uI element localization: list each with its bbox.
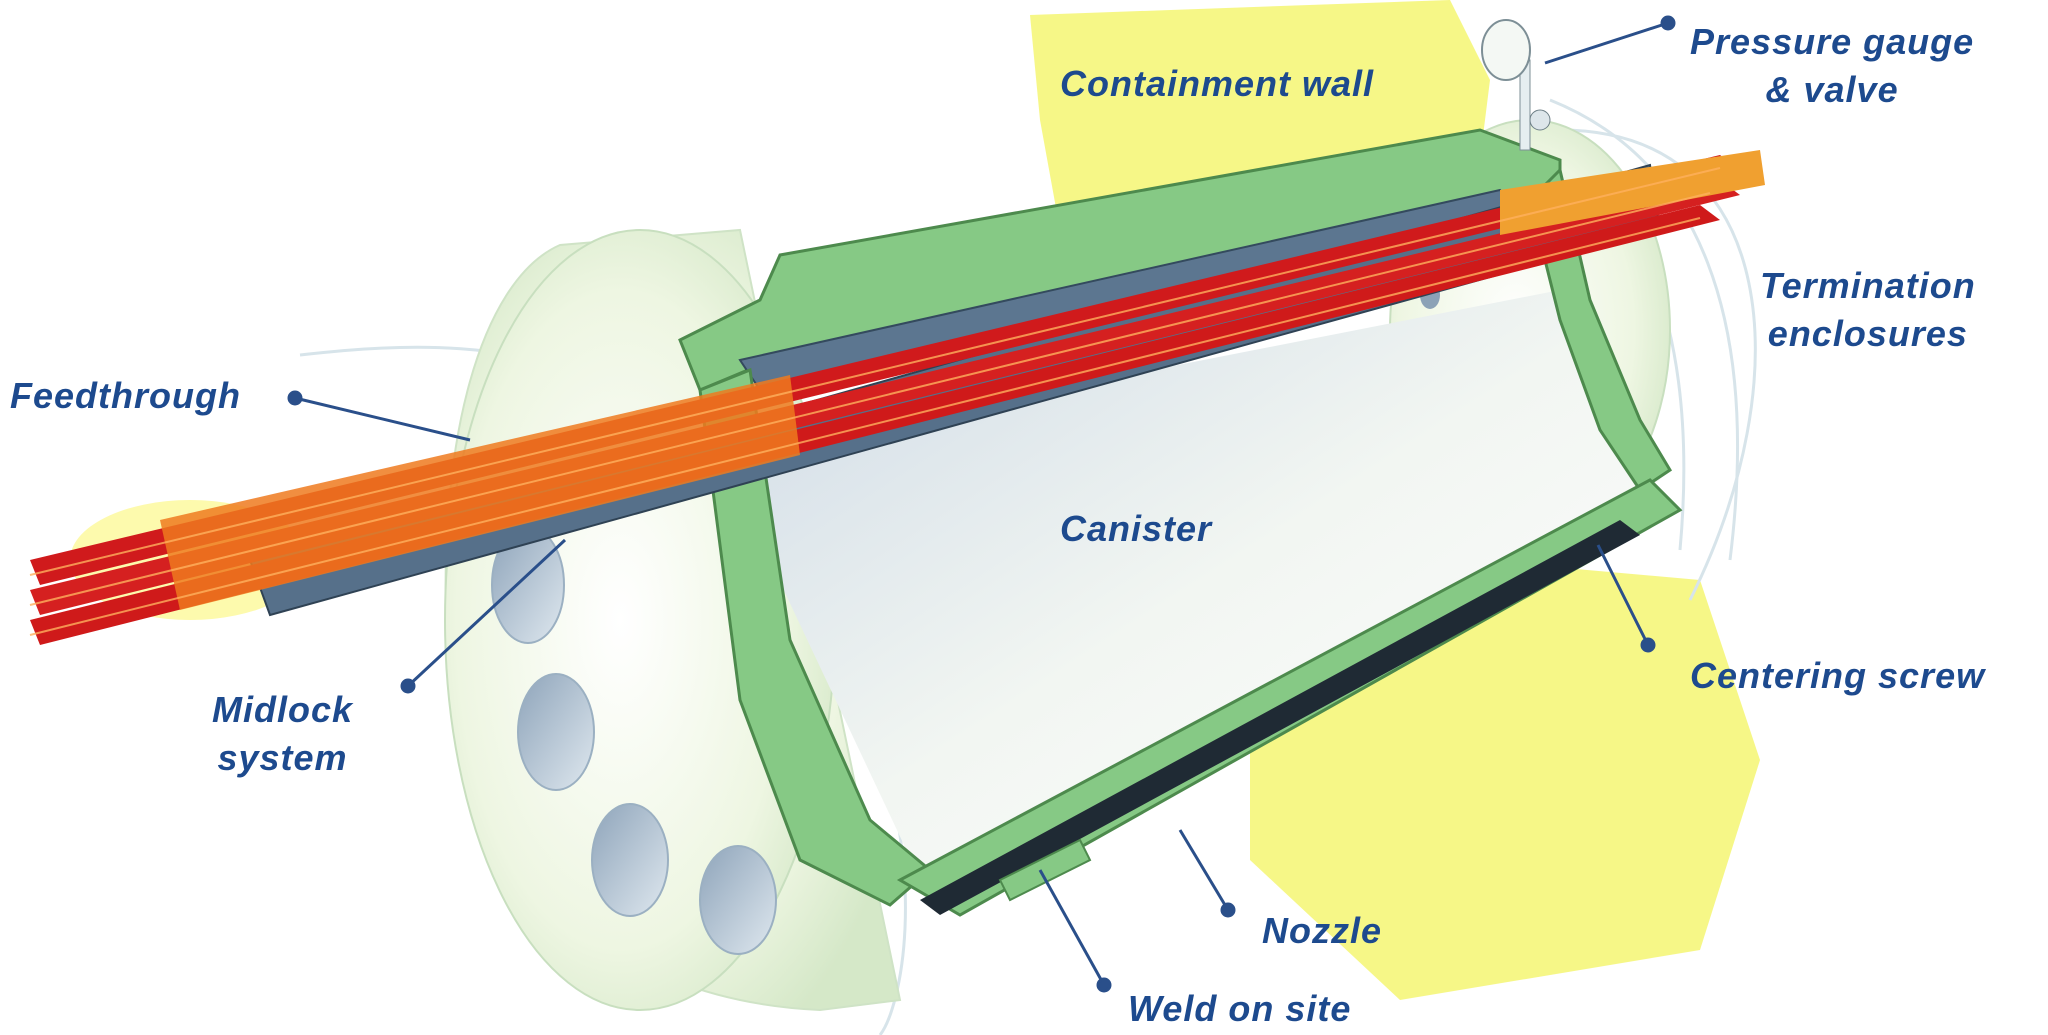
label-midlock-system: Midlock system: [212, 686, 353, 782]
pressure-gauge-drawing: [1481, 19, 1551, 151]
label-termination-line1: Termination: [1760, 265, 1976, 306]
label-centering-screw: Centering screw: [1690, 655, 1986, 696]
label-midlock-line2: system: [217, 737, 348, 778]
label-canister: Canister: [1060, 508, 1213, 549]
inner-liner-bottom: [920, 520, 1640, 915]
label-feedthrough: Feedthrough: [10, 375, 241, 416]
label-weld-on-site: Weld on site: [1128, 988, 1352, 1029]
cable-bundle: [29, 150, 1765, 645]
nozzle-ring: [998, 838, 1092, 902]
end-plate-holes-left: [491, 526, 777, 955]
label-containment-wall: Containment wall: [1060, 63, 1375, 104]
label-pressure-gauge-line1: Pressure gauge: [1690, 21, 1975, 62]
label-nozzle: Nozzle: [1262, 910, 1383, 951]
label-termination-line2: enclosures: [1767, 313, 1968, 354]
leader-lines: [287, 15, 1676, 993]
label-midlock-line1: Midlock: [212, 689, 354, 730]
label-pressure-gauge: Pressure gauge & valve: [1690, 18, 1974, 114]
canister-interior: [720, 290, 1660, 900]
label-pressure-gauge-line2: & valve: [1765, 69, 1899, 110]
label-termination-enclosures: Termination enclosures: [1760, 262, 1976, 358]
